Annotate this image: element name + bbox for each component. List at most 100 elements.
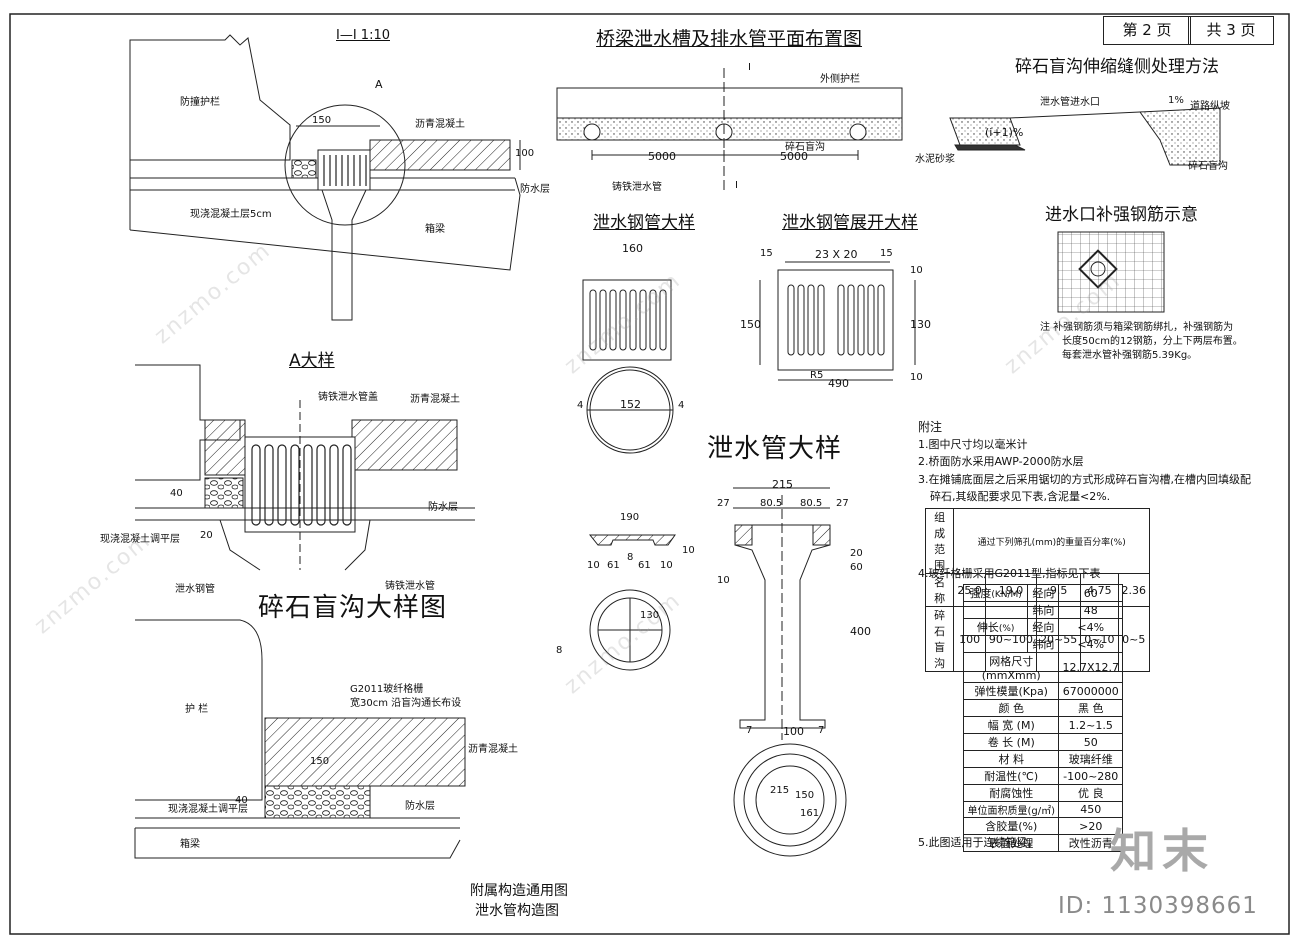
dim-20-a: 20	[200, 530, 213, 541]
rebar-note-1: 注 补强钢筋须与箱梁钢筋绑扎，补强钢筋为	[1040, 322, 1234, 333]
dp-dim-130: 130	[640, 610, 660, 621]
blind-ditch-title: 碎石盲沟大样图	[258, 593, 448, 623]
dp-dim-8a: 8	[627, 552, 634, 563]
section-mark-bottom: I	[735, 180, 738, 191]
label-blind-ditch: 碎石盲沟	[785, 142, 825, 153]
dim-15-left: 15	[760, 248, 773, 259]
spec-dir-2: 经向	[1027, 618, 1060, 636]
spec-group-10: 耐温性(℃)	[962, 767, 1060, 785]
spec-group-9: 材 料	[962, 750, 1060, 768]
dim-4-left: 4	[577, 400, 584, 411]
label-waterproof-1: 防水层	[520, 184, 550, 195]
dp-dim-20: 20	[850, 548, 863, 559]
label-box-girder-1: 箱梁	[425, 224, 445, 235]
dp-dim-27a: 27	[717, 498, 730, 509]
dp-dim-80-5b: 80.5	[800, 498, 823, 509]
label-mortar: 水泥砂浆	[915, 154, 955, 165]
spec-val-2: <4%	[1058, 618, 1123, 636]
circle-label-a: A	[375, 78, 383, 91]
dim-r5: R5	[810, 370, 824, 381]
dp-dim-215-circle: 215	[770, 785, 790, 796]
footer-line-1: 附属构造通用图	[470, 883, 568, 899]
spec-group-3	[962, 635, 1029, 653]
label-guardrail: 防撞护栏	[180, 97, 220, 108]
label-box-girder-2: 箱梁	[180, 839, 200, 850]
spec-val-5: 67000000	[1058, 682, 1123, 700]
spec-val-9: 玻璃纤维	[1058, 750, 1123, 768]
plan-drawing	[556, 68, 903, 190]
label-cast-iron-pipe-2: 铸铁泄水管	[612, 182, 662, 193]
grading-header-right: 通过下列筛孔(mm)的重量百分率(%)	[953, 508, 1150, 574]
dp-dim-215-top: 215	[772, 478, 793, 491]
detail-a-title: A大样	[289, 351, 335, 371]
rebar-note-3: 每套泄水管补强钢筋5.39Kg。	[1062, 350, 1198, 361]
page-number: 第 2 页	[1103, 16, 1191, 45]
inlet-rebar-title: 进水口补强钢筋示意	[1045, 205, 1198, 225]
blind-ditch-drawing	[134, 619, 466, 859]
dp-dim-7b: 7	[818, 725, 825, 736]
dp-dim-10a: 10	[587, 560, 600, 571]
footer-line-2: 泄水管构造图	[475, 903, 559, 919]
spec-val-4: 12.7X12.7	[1058, 652, 1123, 683]
label-grid-width: 宽30cm 沿盲沟通长布设	[350, 698, 462, 709]
spec-group-14: 表面处理	[962, 834, 1060, 852]
ditch-method-title: 碎石盲沟伸缩缝侧处理方法	[1015, 57, 1219, 77]
dp-dim-100: 100	[783, 725, 804, 738]
label-cast-iron-pipe: 铸铁泄水管	[385, 581, 435, 592]
note-3b: 碎石,其级配要求见下表,含泥量<2%.	[930, 490, 1111, 503]
label-waterproof-3: 防水层	[405, 801, 435, 812]
dp-dim-10b: 10	[660, 560, 673, 571]
spec-group-7: 幅 宽 (M)	[962, 716, 1060, 734]
dim-15-right: 15	[880, 248, 893, 259]
grading-header-left: 组成范围	[924, 508, 955, 574]
spec-group-2: 伸长(%)	[962, 618, 1029, 636]
spec-dir-0: 经向	[1027, 584, 1060, 602]
ditch-method-drawing	[949, 107, 1221, 166]
dim-100-a: 100	[515, 148, 535, 159]
grading-row-name: 碎石盲沟	[924, 606, 955, 672]
grading-name-label: 名 称	[924, 573, 955, 607]
dp-dim-7a: 7	[746, 725, 753, 736]
label-asphalt-1: 沥青混凝土	[415, 119, 465, 130]
watermark-id: ID: 1130398661	[1058, 893, 1258, 919]
dim-490: 490	[828, 377, 849, 390]
spec-group-5: 弹性模量(Kpa)	[962, 682, 1060, 700]
spec-val-14: 改性沥青	[1058, 834, 1123, 852]
label-cast-iron-cover: 铸铁泄水管盖	[318, 392, 378, 403]
watermark-logo: 知末	[1110, 824, 1214, 878]
sieve-4: 2.36	[1117, 573, 1150, 607]
spec-val-8: 50	[1058, 733, 1123, 751]
detail-a-drawing	[135, 364, 475, 571]
spec-group-4: 网格尺寸(mmXmm)	[962, 652, 1060, 683]
dim-4-right: 4	[678, 400, 685, 411]
dp-dim-150-circle: 150	[795, 790, 815, 801]
section-mark-top: I	[748, 62, 751, 73]
dp-dim-61a: 61	[607, 560, 620, 571]
dp-dim-27b: 27	[836, 498, 849, 509]
dim-40-b: 40	[235, 795, 248, 806]
pipe-unfold-title: 泄水钢管展开大样	[782, 213, 918, 233]
dp-dim-60: 60	[850, 562, 863, 573]
dim-160: 160	[622, 242, 643, 255]
dim-40-a: 40	[170, 488, 183, 499]
dp-dim-61b: 61	[638, 560, 651, 571]
spec-dir-1: 纬向	[1027, 601, 1060, 619]
spec-group-11: 耐腐蚀性	[962, 784, 1060, 802]
label-road-slope: 道路纵坡	[1190, 101, 1230, 112]
dim-10-top: 10	[910, 265, 923, 276]
spec-val-7: 1.2~1.5	[1058, 716, 1123, 734]
steel-pipe-title: 泄水钢管大样	[593, 213, 695, 233]
dp-dim-8b: 8	[556, 645, 563, 656]
label-asphalt-3: 沥青混凝土	[468, 744, 518, 755]
spec-val-12: 450	[1058, 801, 1123, 818]
inlet-rebar-drawing	[1057, 231, 1165, 313]
drain-pipe-drawing	[588, 487, 847, 857]
notes-heading: 附注	[918, 420, 943, 434]
spec-group-12: 单位面积质量(g/㎡)	[962, 801, 1060, 818]
dp-dim-400: 400	[850, 625, 871, 638]
label-steel-pipe: 泄水钢管	[175, 584, 215, 595]
label-leveling-1: 现浇混凝土调平层	[100, 534, 180, 545]
spec-val-1: 48	[1058, 601, 1123, 619]
label-guardrail-2: 护 栏	[185, 704, 209, 715]
